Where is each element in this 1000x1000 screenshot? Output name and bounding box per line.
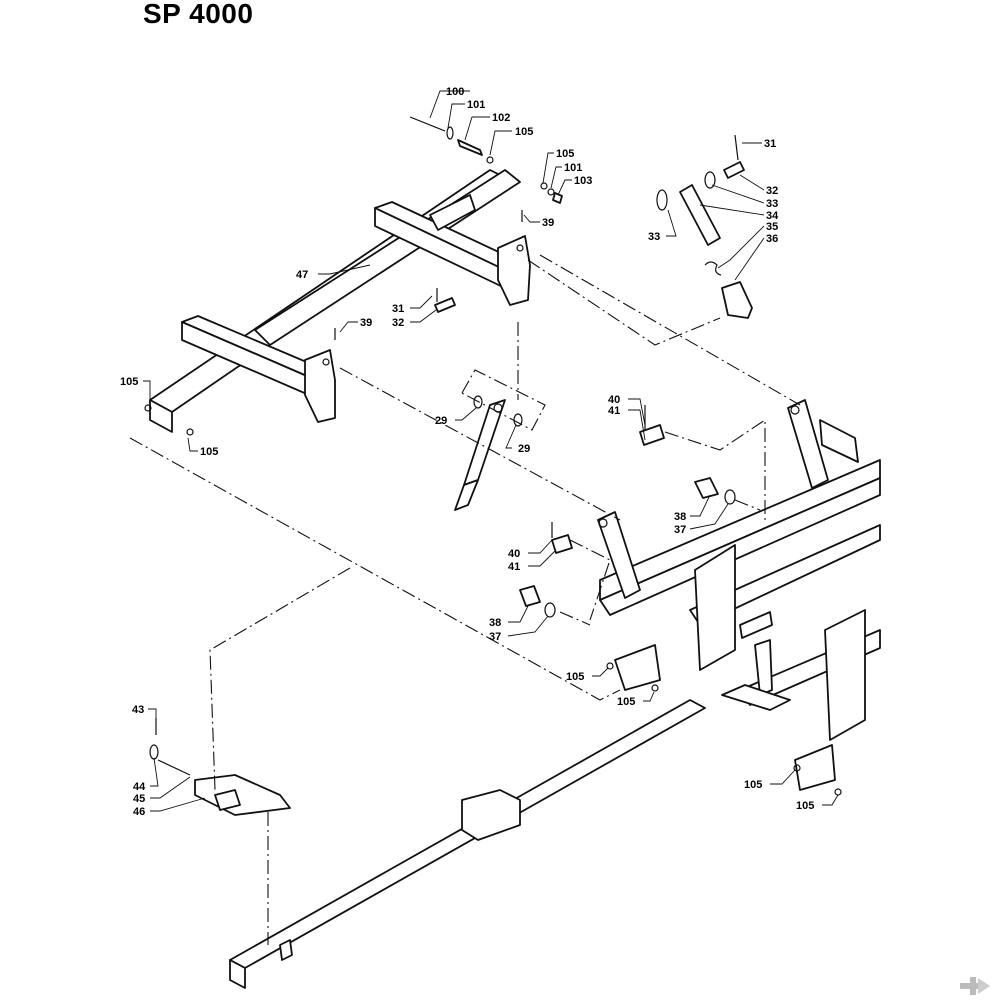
label-105: 105 (556, 148, 574, 160)
label-36: 36 (766, 233, 778, 245)
page-title: SP 4000 (143, 0, 254, 29)
label-44: 44 (133, 781, 146, 793)
part-labels: 100 101 102 105 105 101 103 39 31 32 33 … (120, 86, 814, 818)
label-32: 32 (766, 185, 778, 197)
label-100: 100 (446, 86, 464, 98)
label-101: 101 (467, 99, 485, 111)
label-105: 105 (515, 126, 533, 138)
bolts-and-pins (144, 404, 842, 796)
label-39: 39 (360, 317, 372, 329)
assembly-lines (129, 254, 801, 945)
label-40: 40 (608, 394, 620, 406)
label-35: 35 (766, 221, 778, 233)
label-41: 41 (508, 561, 520, 573)
label-40: 40 (508, 548, 520, 560)
label-103: 103 (574, 175, 592, 187)
label-32: 32 (392, 317, 404, 329)
label-37: 37 (674, 524, 686, 536)
hydraulic-cylinder (454, 369, 546, 511)
label-105: 105 (120, 376, 138, 388)
label-105: 105 (744, 779, 762, 791)
label-33: 33 (648, 231, 660, 243)
label-38: 38 (489, 617, 501, 629)
label-34: 34 (766, 210, 779, 222)
label-47: 47 (296, 269, 308, 281)
label-102: 102 (492, 112, 510, 124)
left-clamp-bracket (149, 718, 291, 816)
label-31: 31 (764, 138, 776, 150)
label-105: 105 (796, 800, 814, 812)
bracket-assembly-top-right (656, 134, 753, 319)
leader-lines (143, 90, 839, 812)
label-33: 33 (766, 198, 778, 210)
label-41: 41 (608, 405, 620, 417)
cultivator-main-frame (597, 399, 881, 791)
label-43: 43 (132, 704, 144, 716)
kramp-k-logo-icon (960, 977, 990, 995)
label-37: 37 (489, 631, 501, 643)
label-31: 31 (392, 303, 404, 315)
label-101: 101 (564, 162, 582, 174)
label-46: 46 (133, 806, 145, 818)
label-105: 105 (566, 671, 584, 683)
drawbar-frame (149, 169, 531, 433)
label-39: 39 (542, 217, 554, 229)
long-bottom-beam (229, 699, 706, 989)
label-29: 29 (518, 443, 530, 455)
label-45: 45 (133, 793, 145, 805)
label-29: 29 (435, 415, 447, 427)
label-105: 105 (617, 696, 635, 708)
hitch-pin-hardware (334, 116, 563, 340)
label-105: 105 (200, 446, 218, 458)
label-38: 38 (674, 511, 686, 523)
